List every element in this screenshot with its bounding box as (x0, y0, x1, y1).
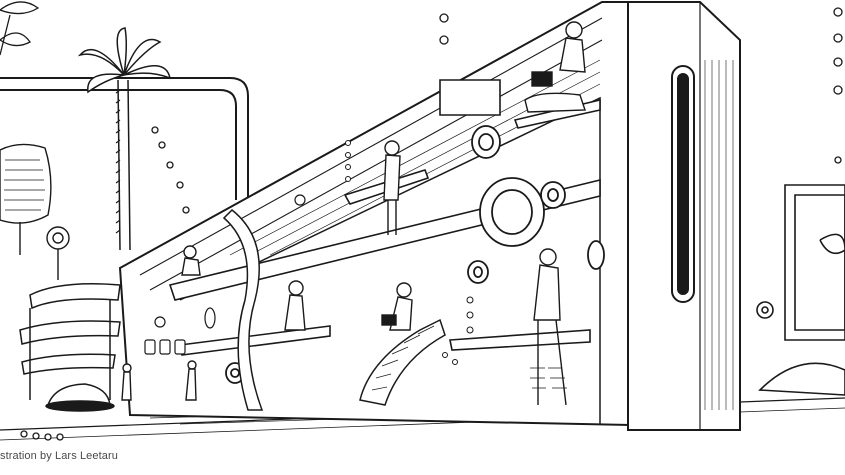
dotted-channels (345, 140, 474, 365)
left-building-tiers (19, 283, 121, 400)
futuristic-office-illustration (0, 1, 845, 441)
ramps (222, 208, 446, 411)
illustration-credit: stration by Lars Leetaru (0, 450, 118, 462)
leaves-top-left (0, 1, 40, 56)
lamp-post (46, 226, 70, 280)
palm-tree (77, 27, 172, 251)
vehicle (45, 383, 115, 412)
figures (121, 21, 586, 406)
background-pipe-left (0, 77, 249, 200)
wall-details (144, 194, 306, 355)
right-panel (627, 1, 741, 431)
circular-port (225, 125, 605, 384)
decorative-bubbles (20, 7, 843, 441)
bushy-tree (0, 143, 52, 255)
caption-bar (0, 448, 845, 475)
